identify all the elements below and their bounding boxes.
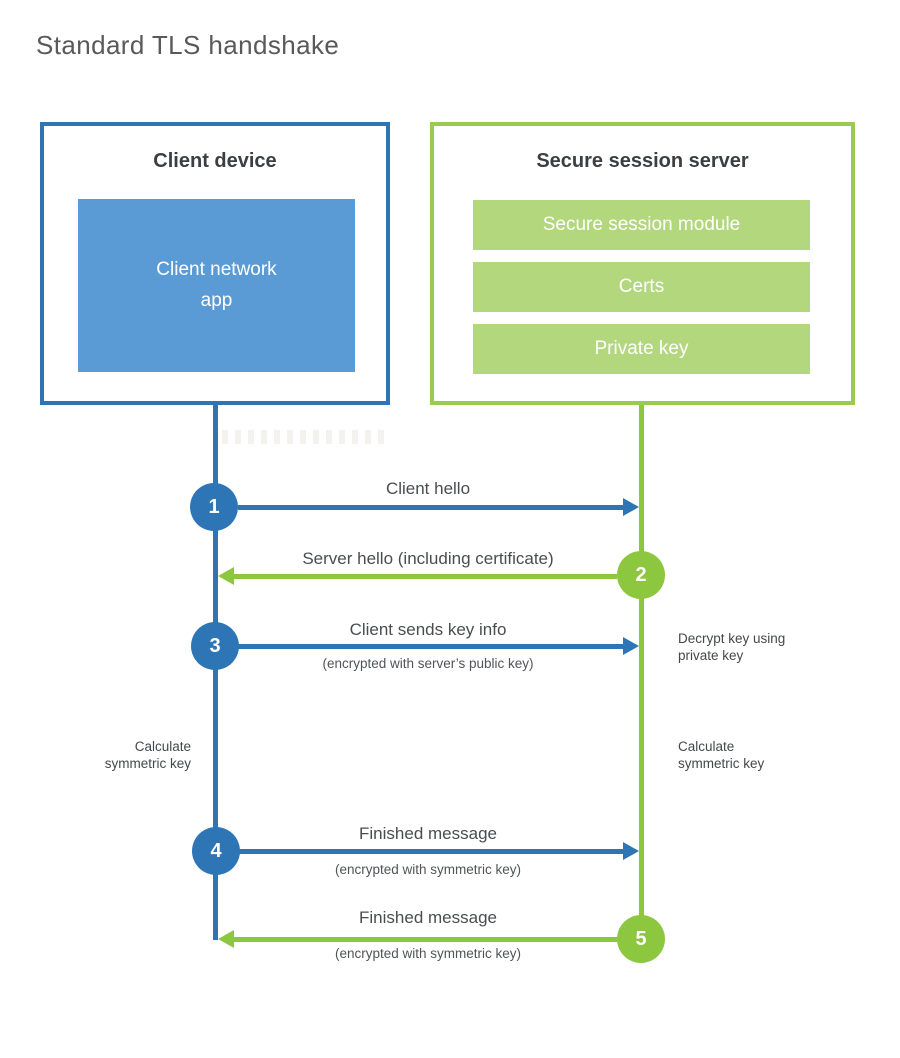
step-5-arrow bbox=[233, 937, 617, 942]
private-key-bar: Private key bbox=[473, 324, 810, 374]
server-lifeline bbox=[639, 405, 644, 939]
secure-session-server-title: Secure session server bbox=[536, 150, 749, 172]
certs-bar: Certs bbox=[473, 262, 810, 312]
step-2-arrow bbox=[233, 574, 617, 579]
step-5-sublabel: (encrypted with symmetric key) bbox=[334, 946, 522, 961]
step-3-label: Client sends key info bbox=[349, 620, 507, 639]
step-2-circle: 2 bbox=[617, 551, 665, 599]
step-3-sublabel: (encrypted with server’s public key) bbox=[322, 656, 534, 671]
server-calculate-note: Calculate symmetric key bbox=[678, 739, 765, 771]
step-2-arrowhead-left-icon bbox=[218, 567, 234, 585]
step-3-arrowhead-right-icon bbox=[623, 637, 639, 655]
step-4-circle: 4 bbox=[192, 827, 240, 875]
client-device-title: Client device bbox=[153, 150, 277, 172]
step-3-arrow bbox=[238, 644, 626, 649]
server-module-stack: Secure session module Certs Private key bbox=[473, 200, 810, 374]
step-4-sublabel: (encrypted with symmetric key) bbox=[334, 862, 522, 877]
step-5-label: Finished message bbox=[359, 908, 497, 927]
step-2-label: Server hello (including certificate) bbox=[302, 549, 554, 568]
step-1-circle: 1 bbox=[190, 483, 238, 531]
secure-session-module-bar: Secure session module bbox=[473, 200, 810, 250]
step-4-arrow bbox=[238, 849, 626, 854]
decrypt-key-note: Decrypt key using private key bbox=[678, 631, 786, 663]
client-network-app-box: Client network app bbox=[78, 199, 355, 372]
step-4-arrowhead-right-icon bbox=[623, 842, 639, 860]
step-5-circle: 5 bbox=[617, 915, 665, 963]
secure-session-server-box: Secure session server Secure session mod… bbox=[430, 122, 855, 405]
page-title: Standard TLS handshake bbox=[36, 30, 340, 60]
client-device-box: Client device Client network app bbox=[40, 122, 390, 405]
step-1-label: Client hello bbox=[385, 479, 471, 498]
client-lifeline bbox=[213, 405, 218, 940]
step-4-label: Finished message bbox=[359, 824, 497, 843]
client-calculate-note: Calculate symmetric key bbox=[104, 739, 191, 771]
step-5-arrowhead-left-icon bbox=[218, 930, 234, 948]
faint-dashed-artifact bbox=[222, 430, 386, 444]
step-1-arrow bbox=[238, 505, 626, 510]
step-1-arrowhead-right-icon bbox=[623, 498, 639, 516]
step-3-circle: 3 bbox=[191, 622, 239, 670]
